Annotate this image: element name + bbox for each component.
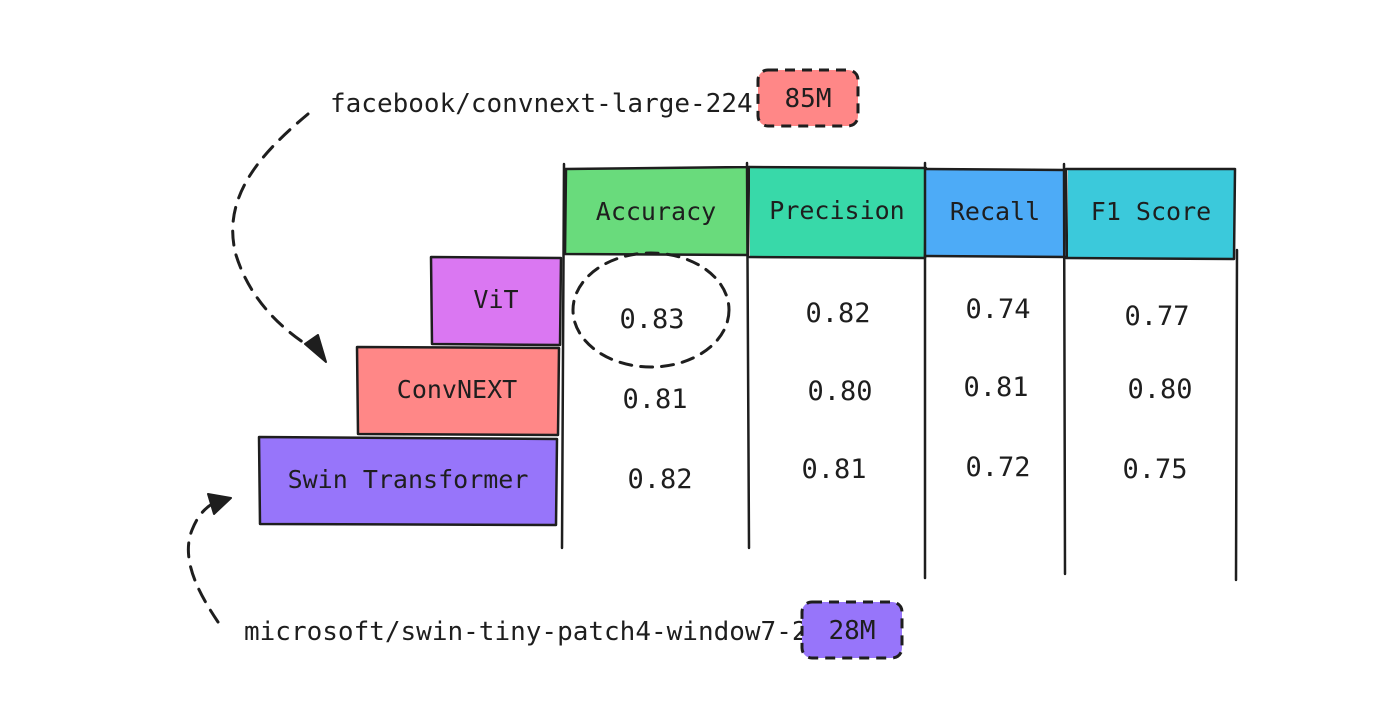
row-cell-vit — [432, 258, 560, 344]
value-convnext-precision: 0.80 — [807, 376, 872, 407]
value-swin-recall: 0.72 — [965, 452, 1030, 483]
header-cell-accuracy — [566, 168, 748, 254]
convnext-param-badge — [756, 68, 860, 128]
header-cell-recall — [926, 170, 1066, 256]
convnext-annotation: facebook/convnext-large-224 85M — [231, 68, 860, 363]
value-vit-accuracy: 0.83 — [619, 304, 684, 335]
row-border-swin — [257, 435, 559, 527]
header-border-f1 — [1064, 167, 1237, 261]
header-cell-f1 — [1068, 170, 1234, 258]
row-cell-swin — [260, 438, 556, 524]
grid-line-left — [560, 162, 566, 550]
convnext-arrow-head-icon — [304, 334, 327, 363]
table-grid-lines — [560, 161, 1239, 582]
grid-line-right — [1234, 248, 1239, 582]
value-swin-precision: 0.81 — [801, 454, 866, 485]
value-convnext-f1: 0.80 — [1127, 374, 1192, 405]
value-vit-recall: 0.74 — [965, 294, 1030, 325]
column-header-accuracy: Accuracy — [563, 165, 751, 257]
value-vit-precision: 0.82 — [805, 298, 870, 329]
convnext-model-name: facebook/convnext-large-224 — [330, 89, 753, 119]
header-label-recall: Recall — [950, 197, 1040, 226]
row-label-vit-text: ViT — [473, 285, 518, 314]
column-header-recall: Recall — [923, 167, 1069, 259]
row-border-vit — [429, 255, 563, 347]
value-swin-f1: 0.75 — [1122, 454, 1187, 485]
value-swin-accuracy: 0.82 — [627, 464, 692, 495]
swin-model-name: microsoft/swin-tiny-patch4-window7-224 — [244, 617, 839, 647]
swin-param-badge-text: 28M — [829, 616, 876, 646]
swin-annotation: microsoft/swin-tiny-patch4-window7-224 2… — [186, 493, 904, 660]
grid-line-1 — [745, 161, 751, 550]
column-header-f1: F1 Score — [1064, 167, 1237, 261]
row-label-convnext-text: ConvNEXT — [397, 375, 517, 404]
swin-arrow-head-icon — [207, 493, 232, 515]
row-cell-convnext — [358, 348, 558, 434]
row-label-vit: ViT — [429, 255, 563, 347]
row-border-convnext — [355, 345, 561, 437]
swin-param-badge — [800, 600, 904, 660]
header-border-accuracy — [563, 165, 751, 257]
header-label-precision: Precision — [769, 196, 904, 225]
row-label-swin-text: Swin Transformer — [288, 465, 529, 494]
row-label-convnext: ConvNEXT — [355, 345, 561, 437]
convnext-param-badge-text: 85M — [785, 84, 832, 114]
value-convnext-accuracy: 0.81 — [622, 384, 687, 415]
convnext-arrow-line — [231, 112, 317, 352]
header-border-recall — [923, 167, 1069, 259]
header-label-f1: F1 Score — [1091, 197, 1211, 226]
header-label-accuracy: Accuracy — [596, 197, 716, 226]
row-label-swin: Swin Transformer — [257, 435, 559, 527]
column-header-precision: Precision — [747, 165, 928, 260]
header-cell-precision — [750, 168, 924, 258]
value-convnext-recall: 0.81 — [963, 372, 1028, 403]
grid-line-3 — [1062, 162, 1067, 576]
table-values: 0.83 0.82 0.74 0.77 0.81 0.80 0.81 0.80 … — [619, 294, 1192, 495]
swin-arrow-line — [186, 500, 220, 624]
highlight-circle — [571, 251, 731, 369]
value-vit-f1: 0.77 — [1124, 301, 1189, 332]
